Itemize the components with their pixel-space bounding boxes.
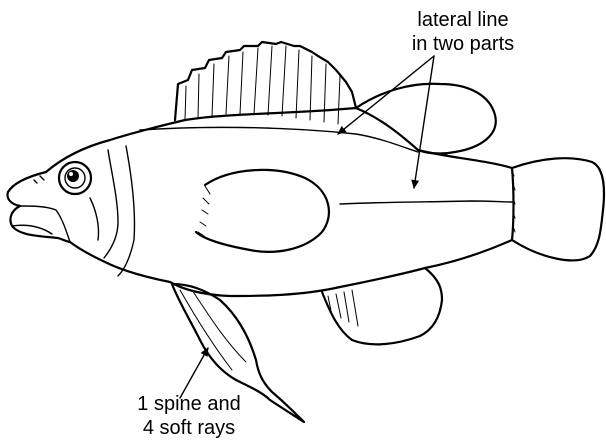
lateral-line-lower [340,201,512,204]
arrow-lateral-lower [414,56,434,188]
spiny-dorsal-fin [175,42,356,124]
pelvic-fin-label-line1: 1 spine and [114,392,264,416]
pectoral-fin [196,170,329,252]
lateral-line-upper [140,127,418,152]
pelvic-fin-label: 1 spine and 4 soft rays [114,392,264,440]
arrow-pelvic [180,348,208,398]
lateral-line-label: lateral line in two parts [378,8,548,56]
lateral-line-label-line1: lateral line [378,8,548,32]
pelvic-fin-label-line2: 4 soft rays [114,416,264,440]
lateral-line-label-line2: in two parts [378,32,548,56]
caudal-fin [512,158,604,260]
anal-fin [322,268,442,344]
fish-head [8,146,135,276]
